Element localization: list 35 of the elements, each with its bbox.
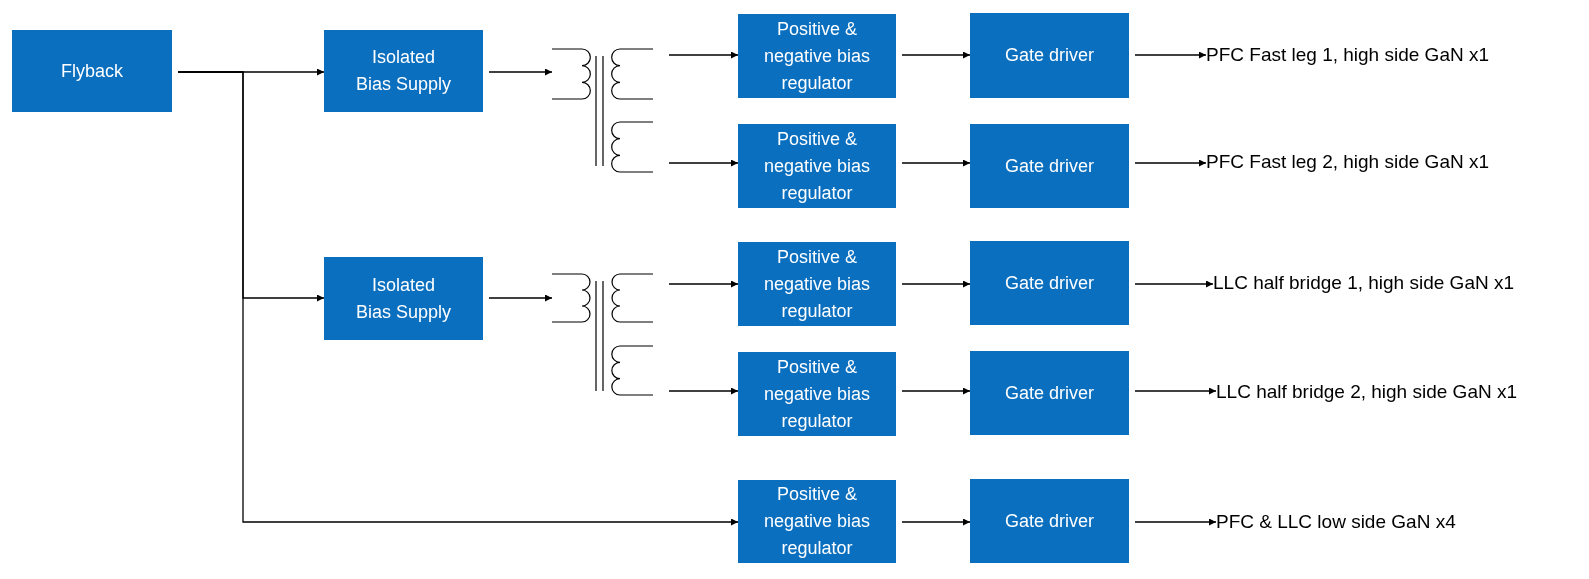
process-box: Isolated Bias Supply: [324, 30, 483, 112]
process-box: Gate driver: [970, 124, 1129, 208]
arrow: [901, 280, 971, 288]
arrow: [668, 159, 739, 167]
process-box: Positive & negative bias regulator: [738, 242, 896, 326]
arrow: [901, 159, 971, 167]
arrow: [668, 387, 739, 395]
arrow: [901, 51, 971, 59]
arrow: [488, 68, 553, 76]
process-box: Positive & negative bias regulator: [738, 14, 896, 98]
arrow: [488, 294, 553, 302]
output-label: PFC Fast leg 2, high side GaN x1: [1206, 151, 1489, 173]
process-box: Positive & negative bias regulator: [738, 480, 896, 563]
process-box: Gate driver: [970, 241, 1129, 325]
output-label: PFC & LLC low side GaN x4: [1216, 511, 1456, 533]
process-box: Flyback: [12, 30, 172, 112]
arrow: [1134, 387, 1217, 395]
arrow: [901, 387, 971, 395]
arrow: [1134, 518, 1217, 526]
process-box: Isolated Bias Supply: [324, 257, 483, 340]
process-box: Gate driver: [970, 479, 1129, 563]
arrow: [1134, 280, 1214, 288]
process-box: Positive & negative bias regulator: [738, 352, 896, 436]
output-label: LLC half bridge 1, high side GaN x1: [1213, 272, 1514, 294]
arrow: [1134, 159, 1207, 167]
arrow: [668, 51, 739, 59]
process-box: Positive & negative bias regulator: [738, 124, 896, 208]
arrow: [901, 518, 971, 526]
arrow: [177, 71, 739, 526]
output-label: LLC half bridge 2, high side GaN x1: [1216, 381, 1517, 403]
output-label: PFC Fast leg 1, high side GaN x1: [1206, 44, 1489, 66]
arrow: [1134, 51, 1207, 59]
process-box: Gate driver: [970, 351, 1129, 435]
process-box: Gate driver: [970, 13, 1129, 98]
arrow: [668, 280, 739, 288]
